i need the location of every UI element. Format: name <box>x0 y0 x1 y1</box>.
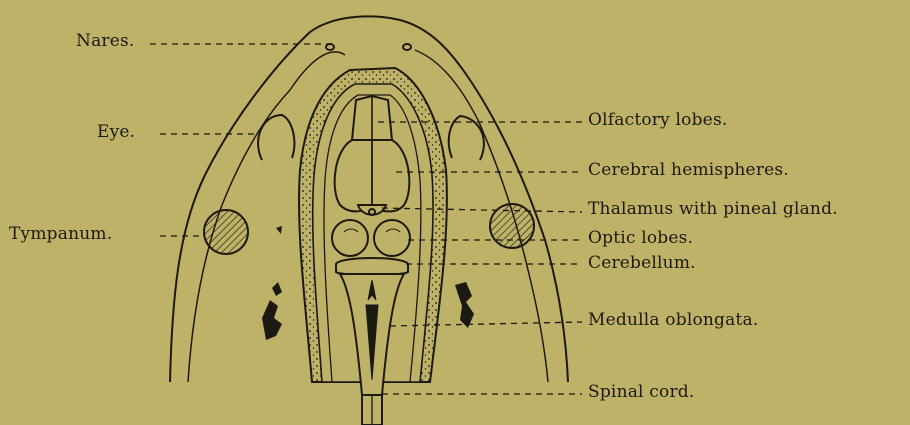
label-olfactory-lobes: Olfactory lobes. <box>588 110 727 130</box>
label-cerebellum: Cerebellum. <box>588 253 696 273</box>
label-medulla: Medulla oblongata. <box>588 310 758 330</box>
label-spinal-cord: Spinal cord. <box>588 382 694 402</box>
optic-lobe-right <box>374 220 410 256</box>
label-eye: Eye. <box>97 122 135 142</box>
label-optic-lobes: Optic lobes. <box>588 228 693 248</box>
label-nares: Nares. <box>76 31 135 51</box>
label-tympanum: Tympanum. <box>9 224 112 244</box>
label-thalamus: Thalamus with pineal gland. <box>588 199 838 219</box>
cerebellum <box>336 258 408 275</box>
nares-marks <box>326 44 411 50</box>
label-cerebral-hemispheres: Cerebral hemispheres. <box>588 160 789 180</box>
optic-lobe-left <box>332 220 368 256</box>
